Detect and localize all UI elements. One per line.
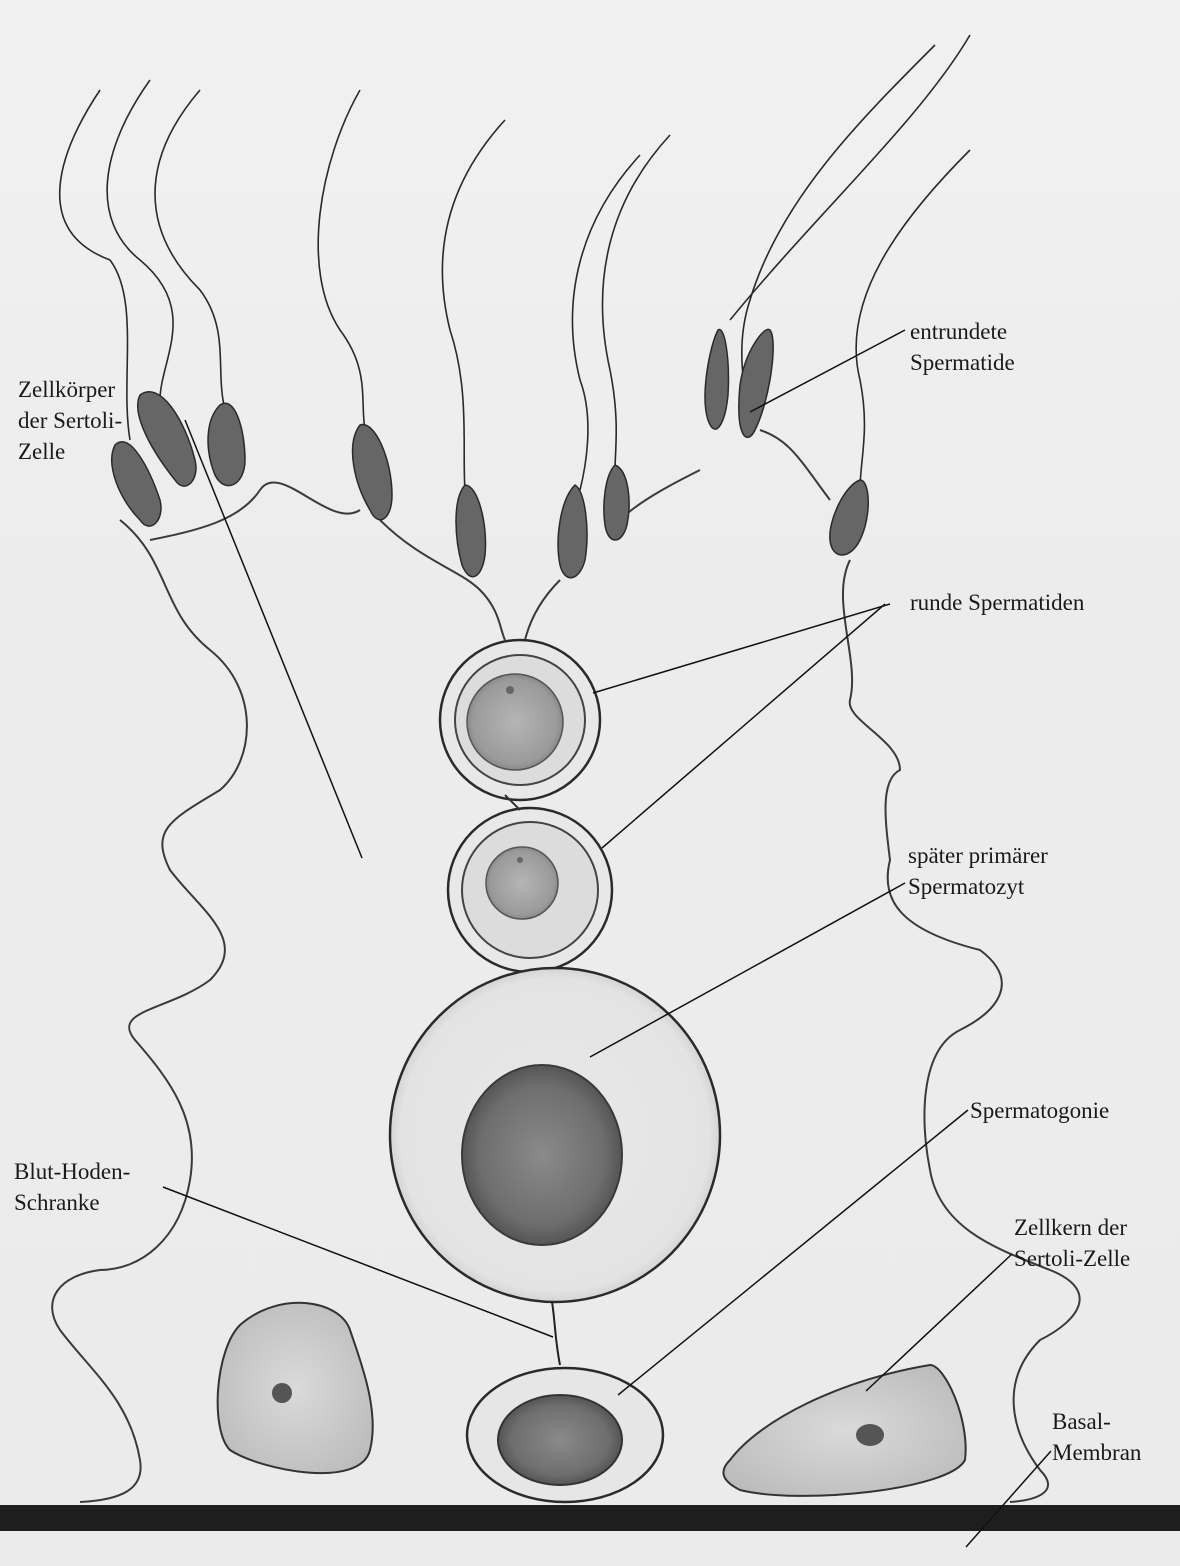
- elongated-spermatids: [60, 35, 970, 490]
- label-blut-hoden: Blut-Hoden- Schranke: [14, 1156, 130, 1218]
- blood-testis-barrier: [552, 1302, 560, 1365]
- sertoli-nucleus-left: [218, 1303, 373, 1473]
- label-entrundete-spermatide: entrundete Spermatide: [910, 316, 1015, 378]
- sertoli-nucleus-right: [723, 1365, 965, 1496]
- primary-spermatocyte: [390, 968, 720, 1302]
- label-spermatogonie: Spermatogonie: [970, 1095, 1109, 1126]
- spermatogonium: [467, 1368, 663, 1502]
- label-spaeter-primaerer: später primärer Spermatozyt: [908, 840, 1048, 902]
- label-runde-spermatiden: runde Spermatiden: [910, 587, 1084, 618]
- basal-membrane: [0, 1505, 1180, 1531]
- round-spermatid-upper: [440, 640, 600, 800]
- label-zellkoerper: Zellkörper der Sertoli- Zelle: [18, 374, 122, 467]
- label-basal-membran: Basal- Membran: [1052, 1406, 1141, 1468]
- spermatid-heads: [112, 329, 868, 577]
- round-spermatid-lower: [448, 808, 612, 972]
- label-zellkern: Zellkern der Sertoli-Zelle: [1014, 1212, 1130, 1274]
